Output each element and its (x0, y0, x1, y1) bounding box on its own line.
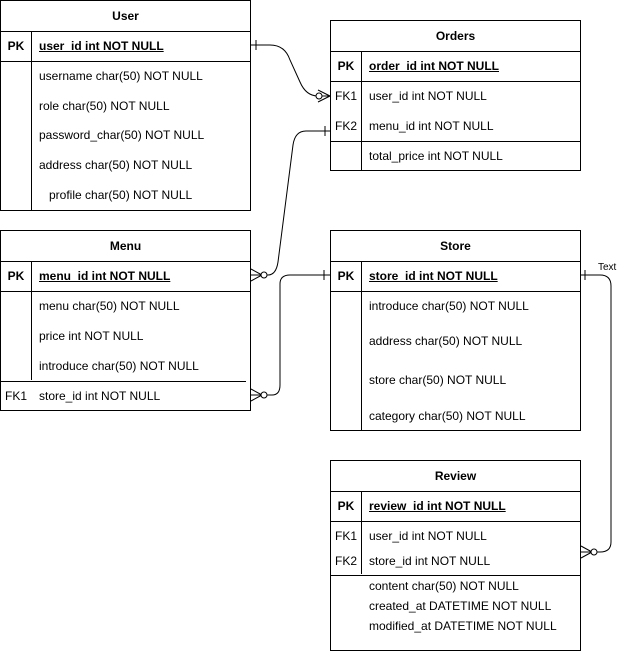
review-fk2-field: store_id int NOT NULL (369, 554, 491, 568)
edge-menu-orders (251, 130, 330, 276)
orders-fk1-field: user_id int NOT NULL (369, 89, 487, 103)
orders-field-total-price: total_price int NOT NULL (369, 149, 503, 163)
user-field-profile: profile char(50) NOT NULL (49, 188, 193, 202)
review-pk-key: PK (337, 499, 355, 513)
store-pk-key: PK (337, 269, 355, 283)
menu-pk-key: PK (7, 269, 25, 283)
review-field-modified-at: modified_at DATETIME NOT NULL (369, 619, 557, 633)
store-table[interactable]: Store PK store_id int NOT NULL introduce… (330, 230, 581, 431)
store-field-category: category char(50) NOT NULL (369, 409, 526, 423)
review-fk2-key: FK2 (334, 554, 357, 568)
menu-fk1-key: FK1 (4, 389, 27, 403)
orders-table-title: Orders (331, 21, 580, 52)
user-field-password: password_char(50) NOT NULL (39, 128, 205, 142)
user-field-username: username char(50) NOT NULL (39, 69, 203, 83)
review-table[interactable]: Review PK review_id int NOT NULL FK1 use… (330, 460, 581, 651)
review-field-created-at: created_at DATETIME NOT NULL (369, 599, 552, 613)
user-field-address: address char(50) NOT NULL (39, 158, 193, 172)
menu-field-introduce: introduce char(50) NOT NULL (39, 359, 199, 373)
review-fk1-key: FK1 (334, 529, 357, 543)
user-pk-key: PK (7, 39, 25, 53)
user-table-title: User (1, 1, 250, 32)
menu-fk1-field: store_id int NOT NULL (39, 389, 161, 403)
edge-menu-store (251, 274, 330, 396)
menu-field-menu: menu char(50) NOT NULL (39, 299, 180, 313)
edge-store-review (581, 274, 612, 553)
review-table-title: Review (331, 461, 580, 492)
orders-pk-field: order_id int NOT NULL (369, 59, 499, 73)
orders-pk-key: PK (337, 59, 355, 73)
menu-table[interactable]: Menu PK menu_id int NOT NULL menu char(5… (0, 230, 251, 411)
orders-fk1-key: FK1 (334, 89, 357, 103)
user-table[interactable]: User PK user_id int NOT NULL username ch… (0, 0, 251, 211)
edge-user-orders (251, 44, 330, 97)
store-field-store: store char(50) NOT NULL (369, 373, 507, 387)
orders-fk2-key: FK2 (334, 119, 357, 133)
store-pk-field: store_id int NOT NULL (369, 269, 498, 283)
menu-field-price: price int NOT NULL (39, 329, 144, 343)
orders-table[interactable]: Orders PK order_id int NOT NULL FK1 user… (330, 20, 581, 171)
orders-fk2-field: menu_id int NOT NULL (369, 119, 494, 133)
store-field-address: address char(50) NOT NULL (369, 334, 523, 348)
menu-table-title: Menu (1, 231, 250, 262)
review-field-content: content char(50) NOT NULL (369, 579, 519, 593)
store-field-introduce: introduce char(50) NOT NULL (369, 299, 529, 313)
user-pk-field: user_id int NOT NULL (39, 39, 164, 53)
edge-label: Text (598, 262, 617, 273)
user-field-role: role char(50) NOT NULL (39, 99, 170, 113)
review-pk-field: review_id int NOT NULL (369, 499, 506, 513)
review-fk1-field: user_id int NOT NULL (369, 529, 487, 543)
store-table-title: Store (331, 231, 580, 262)
menu-pk-field: menu_id int NOT NULL (39, 269, 171, 283)
